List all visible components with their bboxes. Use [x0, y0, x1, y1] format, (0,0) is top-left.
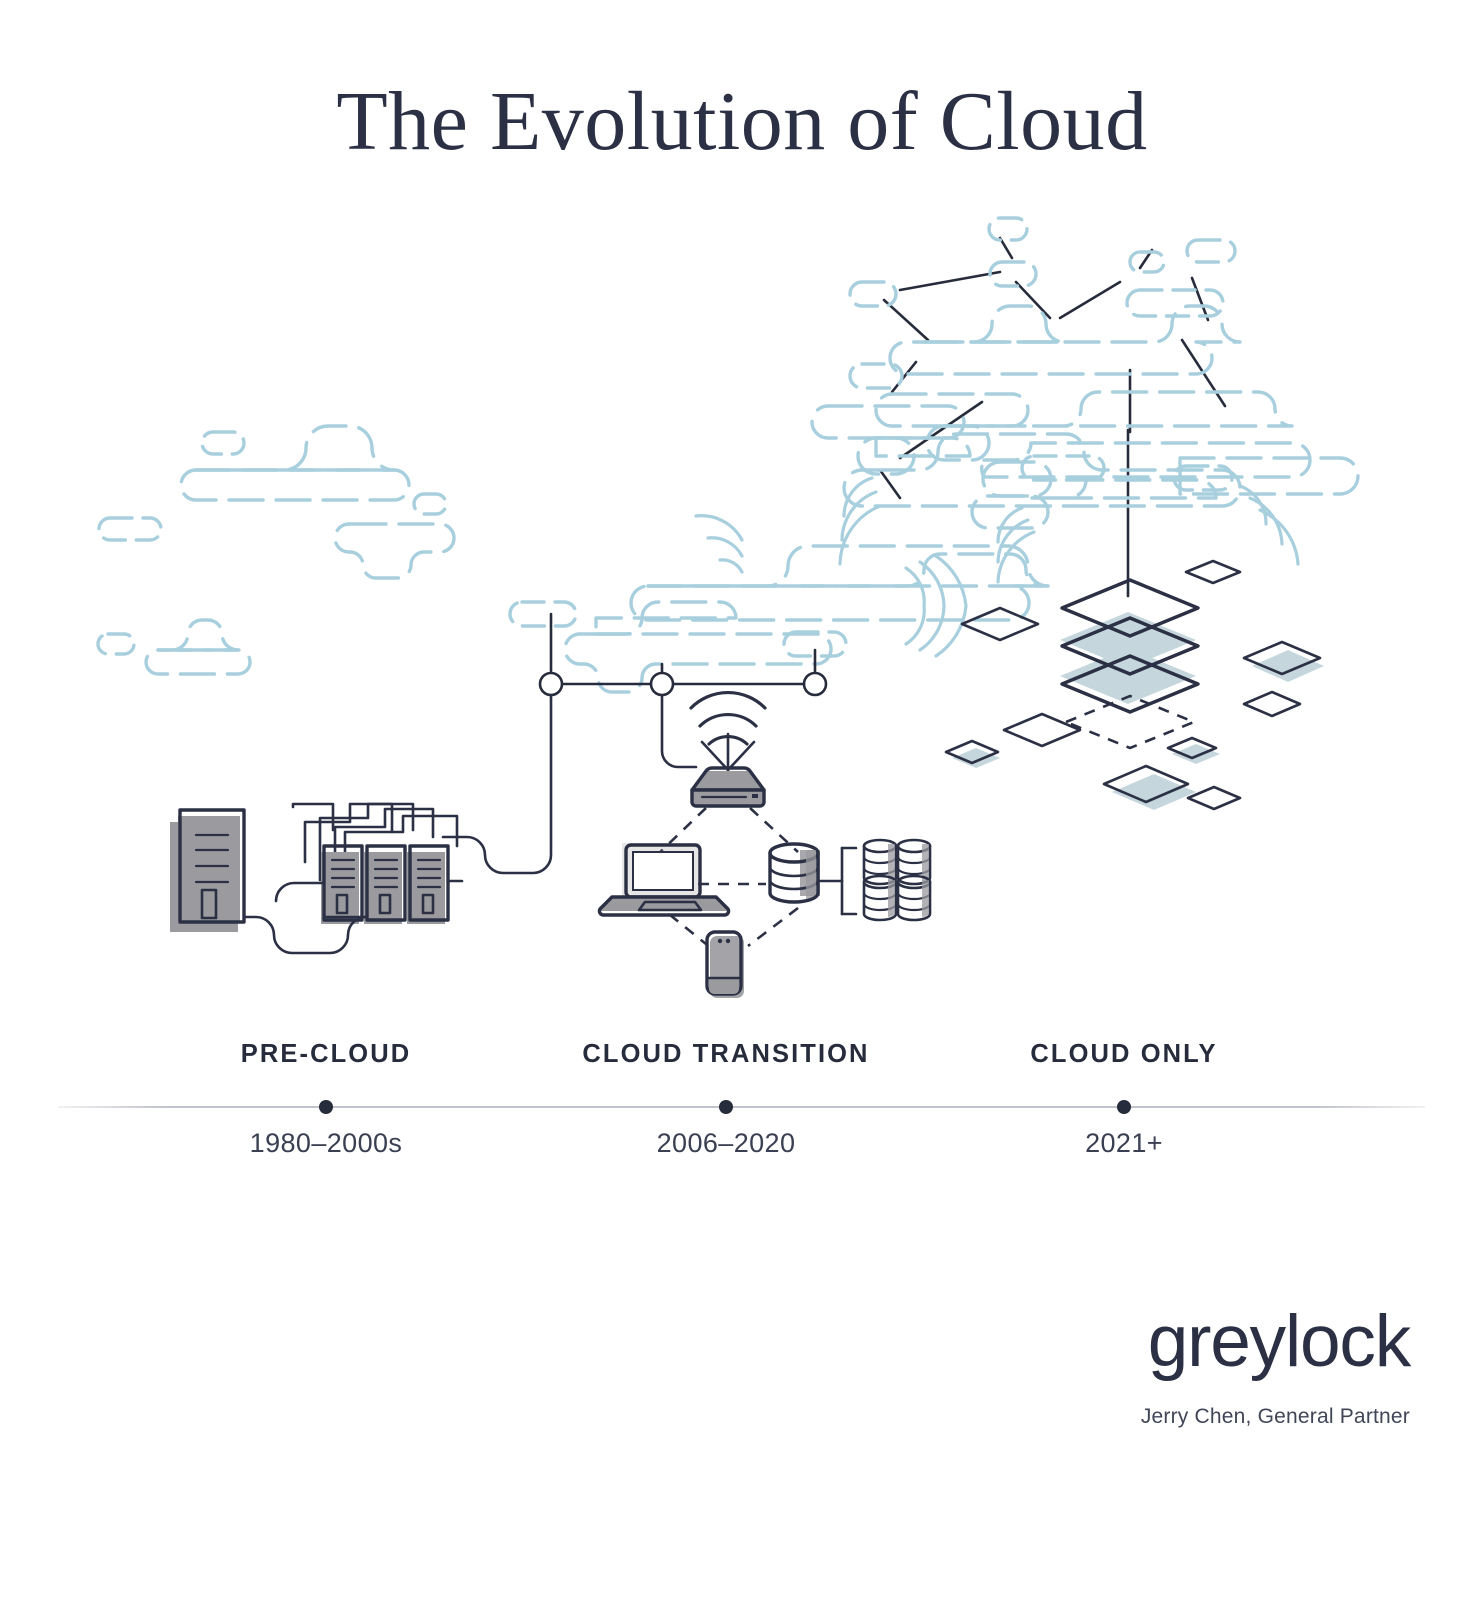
page-title: The Evolution of Cloud	[336, 75, 1148, 168]
floating-isometric-tiles	[944, 559, 1324, 811]
timeline-dot-cloud-transition	[719, 1100, 733, 1114]
database-cluster-icon	[818, 838, 932, 922]
author-byline: Jerry Chen, General Partner	[1140, 1405, 1410, 1428]
cloud-wifi-arcs-left	[694, 514, 744, 574]
greylock-logo: greylock	[1147, 1301, 1411, 1382]
database-icon	[768, 842, 820, 904]
cloud-wifi-arcs-right	[904, 554, 968, 658]
timeline-stage-label: PRE-CLOUD	[240, 1040, 412, 1068]
cloud-mesh-links	[878, 236, 1227, 598]
timeline-stage-pre-cloud: PRE-CLOUD	[146, 1040, 506, 1069]
smartphone-icon	[705, 930, 744, 998]
cloud-wifi-arcs-bottom-left	[838, 476, 882, 566]
timeline-stage-label: CLOUD TRANSITION	[582, 1040, 870, 1068]
timeline-stage-label: CLOUD ONLY	[1030, 1040, 1218, 1068]
server-rack-unit	[321, 844, 364, 924]
rack-cabling	[291, 802, 459, 887]
server-rack-unit	[364, 844, 407, 924]
timeline-stage-cloud-only: CLOUD ONLY	[944, 1040, 1304, 1069]
isometric-layer-stack-icon	[1060, 578, 1200, 750]
laptop-icon	[597, 843, 731, 917]
wifi-router-icon	[689, 690, 767, 808]
timeline-dot-cloud-only	[1117, 1100, 1131, 1114]
transition-clouds	[508, 514, 1050, 694]
transition-device-links	[653, 807, 799, 948]
timeline-dot-pre-cloud	[319, 1100, 333, 1114]
timeline-stage-years: 2006–2020	[656, 1128, 796, 1158]
transition-network-bus	[441, 612, 828, 875]
timeline-stage-years: 1980–2000s	[249, 1128, 403, 1158]
cloud-wifi-arcs-bottom-right	[1238, 484, 1300, 566]
timeline-stage-cloud-transition: CLOUD TRANSITION	[546, 1040, 906, 1069]
timeline-stage-years: 2021+	[1085, 1128, 1163, 1158]
cloud-only-network	[810, 216, 1360, 598]
pre-cloud-servers	[170, 802, 464, 955]
timeline-axis	[58, 1106, 1425, 1108]
decorative-clouds-left	[96, 424, 456, 676]
cloud-wifi-arcs-bottom-center	[996, 506, 1036, 584]
server-rack-unit	[407, 844, 450, 924]
